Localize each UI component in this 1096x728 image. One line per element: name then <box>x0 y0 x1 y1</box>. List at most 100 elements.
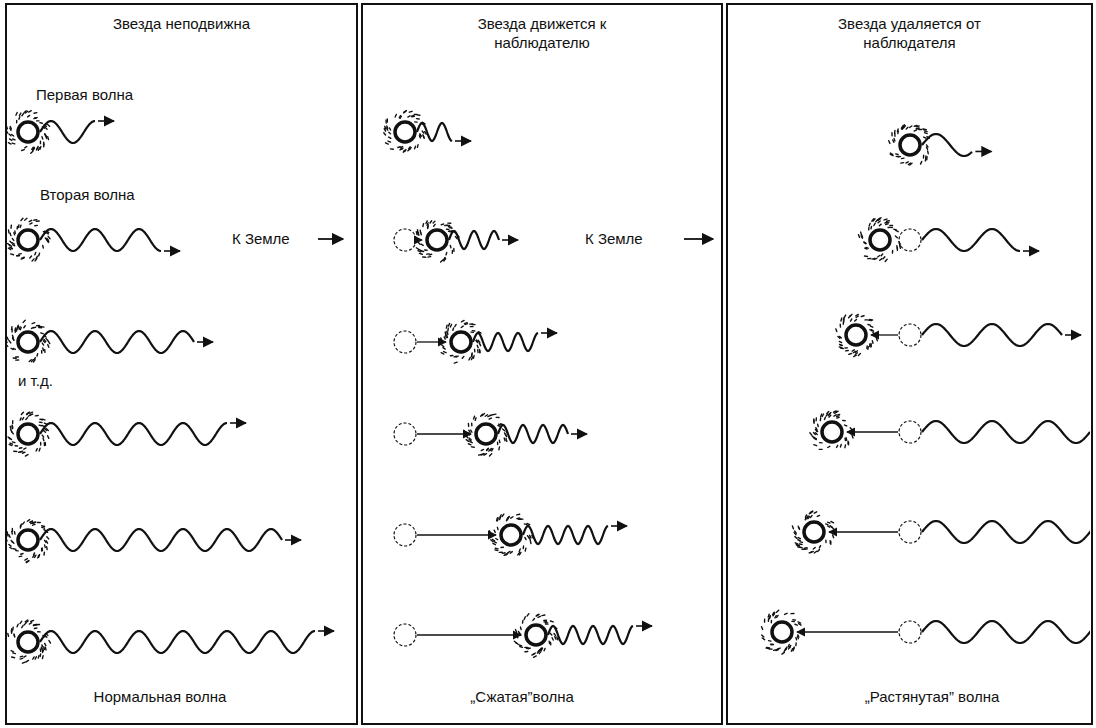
star-glow <box>31 151 33 153</box>
star-glow <box>46 338 48 340</box>
star-glow <box>528 647 530 649</box>
star-glow <box>799 624 801 626</box>
star-glow <box>38 555 39 558</box>
star-glow <box>29 111 32 112</box>
star-glow <box>450 355 453 357</box>
star-glow <box>10 241 12 243</box>
star-glow <box>777 610 779 612</box>
star-glow <box>42 656 44 659</box>
star-glow <box>921 161 922 164</box>
star-glow <box>45 134 46 136</box>
star-glow <box>468 423 470 426</box>
star-glow <box>498 425 500 427</box>
star-glow <box>42 527 45 529</box>
star-glow <box>886 223 889 225</box>
star-glow <box>416 232 418 235</box>
star-glow <box>7 532 8 535</box>
star-glow <box>417 145 419 148</box>
star-glow <box>33 657 34 659</box>
star-glow <box>507 517 509 519</box>
star-glow <box>22 114 24 116</box>
star-glow <box>411 115 414 117</box>
star-glow <box>485 415 487 417</box>
star-glow <box>542 614 545 616</box>
star-glow <box>508 551 510 552</box>
star-glow <box>13 635 15 637</box>
star-glow <box>46 232 48 234</box>
star-glow <box>864 242 866 244</box>
star-symbol <box>7 320 50 362</box>
star-glow <box>829 412 831 414</box>
star-glow <box>814 438 816 439</box>
star-glow <box>44 423 47 424</box>
star-glow <box>822 414 823 416</box>
star-symbol <box>8 218 50 261</box>
star-glow <box>861 315 864 317</box>
star-glow <box>469 357 470 359</box>
star-glow <box>839 341 841 342</box>
light-wave <box>523 526 608 544</box>
star-glow <box>445 332 447 335</box>
star-glow <box>548 641 550 643</box>
motion-arrow <box>417 341 446 342</box>
star-glow <box>408 116 410 117</box>
wave-direction-arrow <box>455 140 471 142</box>
star-glow <box>878 221 880 223</box>
star-glow <box>12 542 14 544</box>
star-glow <box>890 225 893 226</box>
star-glow <box>519 644 522 646</box>
star-glow <box>871 330 873 332</box>
star-glow <box>516 643 518 645</box>
star-glow <box>468 433 470 435</box>
star-glow <box>443 348 445 349</box>
star-glow <box>42 348 44 351</box>
star-glow <box>417 232 419 235</box>
star-glow <box>925 156 927 159</box>
star-glow <box>496 417 499 418</box>
star-glow <box>420 232 422 235</box>
star-glow <box>44 125 46 127</box>
star-glow <box>35 225 38 227</box>
star-glow <box>519 633 520 635</box>
star-glow <box>477 345 478 347</box>
star-glow <box>22 257 25 259</box>
star-glow <box>799 543 802 545</box>
star-glow <box>793 619 796 621</box>
star-glow <box>775 616 776 618</box>
caption-label: К Земле <box>585 230 643 248</box>
star-glow <box>449 227 452 229</box>
star-glow <box>876 338 877 341</box>
star-glow <box>8 143 11 144</box>
star-glow <box>447 225 450 226</box>
star-glow <box>845 438 847 440</box>
star-body <box>18 530 38 550</box>
star-glow <box>524 617 525 620</box>
star-glow <box>550 642 552 645</box>
star-glow <box>837 414 840 416</box>
star-glow <box>479 350 481 353</box>
star-glow <box>889 141 890 144</box>
star-glow <box>545 623 547 625</box>
star-glow <box>826 414 828 416</box>
star-glow <box>12 425 14 428</box>
star-glow <box>886 220 889 222</box>
star-glow <box>16 356 19 357</box>
star-glow <box>47 124 49 126</box>
star-glow <box>38 148 39 151</box>
star-glow <box>810 516 812 518</box>
star-glow <box>829 541 831 544</box>
star-glow <box>488 415 490 416</box>
previous-position <box>899 229 921 251</box>
star-glow <box>910 126 912 128</box>
star-glow <box>782 652 784 654</box>
star-glow <box>11 651 13 652</box>
star-glow <box>426 221 427 224</box>
star-glow <box>902 127 903 129</box>
star-glow <box>795 624 797 626</box>
star-body <box>18 230 38 250</box>
star-glow <box>536 614 539 615</box>
light-wave <box>922 229 1020 251</box>
star-glow <box>924 130 927 132</box>
star-glow <box>864 242 866 243</box>
